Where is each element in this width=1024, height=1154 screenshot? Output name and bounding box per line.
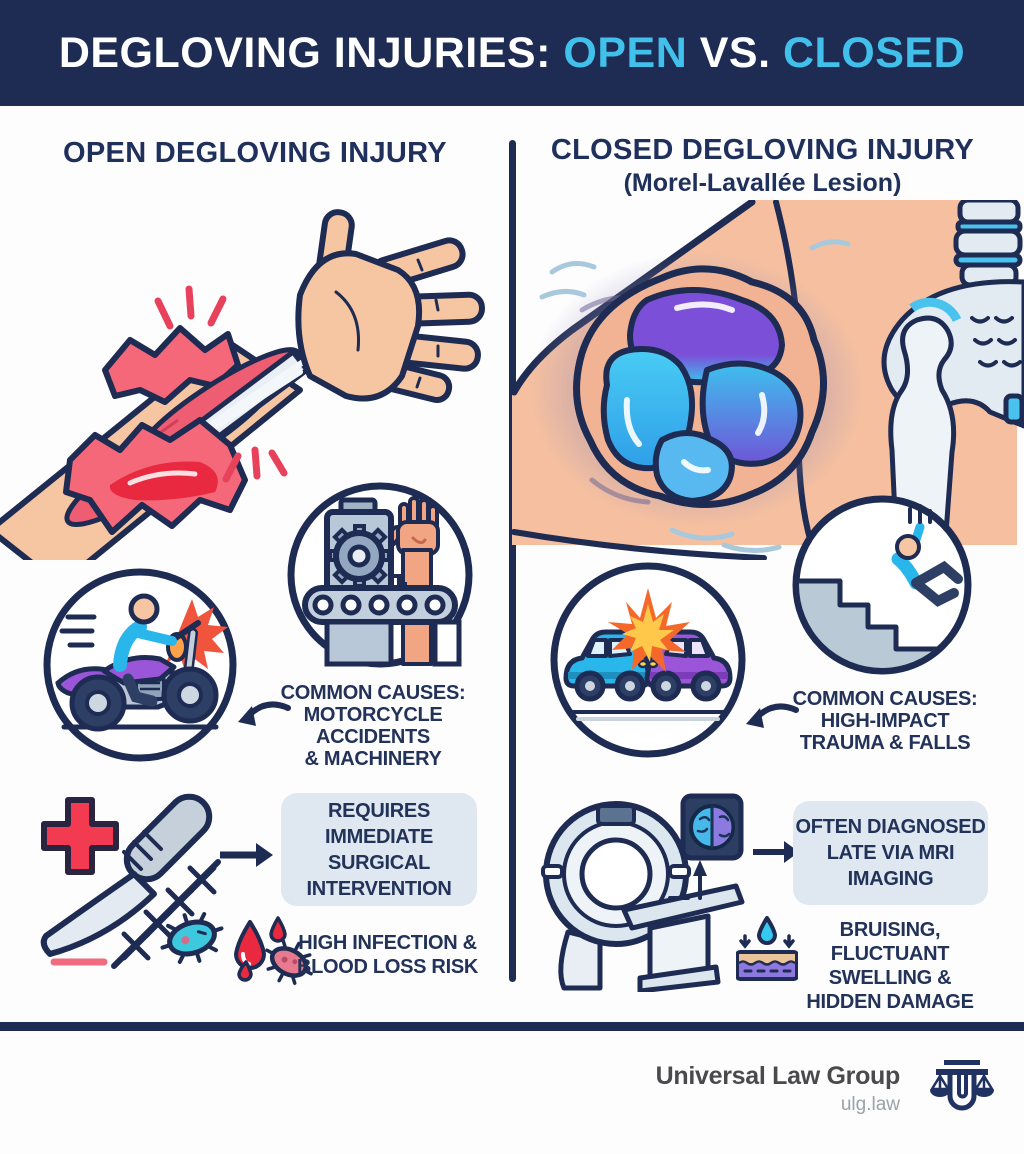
mri-arrow-icon — [753, 841, 799, 863]
right-column-subtitle: (Morel-Lavallée Lesion) — [623, 169, 902, 197]
right-column-title: CLOSED DEGLOVING INJURY — [550, 134, 975, 166]
motorcycle-accident-icon — [43, 568, 237, 762]
medical-cross-icon — [41, 797, 119, 875]
header-bar: DEGLOVING INJURIES: OPEN VS. CLOSED — [0, 0, 1024, 106]
hip-lesion-illustration — [512, 200, 1024, 560]
left-causes-arrow-icon — [238, 701, 291, 726]
skin-layers-icon — [736, 916, 798, 981]
brain-scan-icon — [680, 793, 744, 861]
right-causes-text: COMMON CAUSES: HIGH-IMPACT TRAUMA & FALL… — [792, 688, 978, 754]
machinery-icon — [287, 482, 473, 668]
footer-brand: Universal Law Group — [655, 1062, 901, 1090]
mri-scanner-icon — [541, 801, 745, 992]
right-causes-arrow-icon — [746, 703, 799, 728]
degloved-hand-illustration — [0, 209, 485, 560]
right-column-title-group: CLOSED DEGLOVING INJURY (Morel-Lavallée … — [530, 134, 995, 198]
scales-of-justice-logo — [929, 1060, 995, 1111]
blood-drops-icon — [234, 916, 287, 982]
scalpel-icon — [40, 793, 213, 966]
left-column-title: OPEN DEGLOVING INJURY — [63, 137, 447, 169]
left-causes-text: COMMON CAUSES: MOTORCYCLE ACCIDENTS & MA… — [280, 682, 466, 770]
surgery-arrow-icon — [220, 843, 273, 867]
page-title: DEGLOVING INJURIES: OPEN VS. CLOSED — [58, 28, 966, 77]
car-crash-icon — [550, 562, 746, 758]
left-risk-text: HIGH INFECTION & BLOOD LOSS RISK — [296, 932, 479, 978]
bacteria-icon — [160, 912, 224, 964]
sutures-icon — [111, 859, 221, 969]
surgery-note-box: REQUIRES IMMEDIATE SURGICAL INTERVENTION — [281, 793, 477, 906]
footer-brand-block: Universal Law Group ulg.law — [500, 1062, 901, 1116]
footer-domain: ulg.law — [840, 1094, 900, 1115]
bacteria-small-icon — [265, 939, 313, 985]
mri-note-box: OFTEN DIAGNOSED LATE VIA MRI IMAGING — [793, 801, 988, 905]
column-divider — [509, 140, 516, 982]
footer-divider — [0, 1022, 1024, 1031]
stair-fall-icon — [792, 495, 972, 675]
mri-connector-arrow-icon — [668, 860, 707, 900]
right-risk-text: BRUISING, FLUCTUANT SWELLING & HIDDEN DA… — [806, 919, 974, 1013]
